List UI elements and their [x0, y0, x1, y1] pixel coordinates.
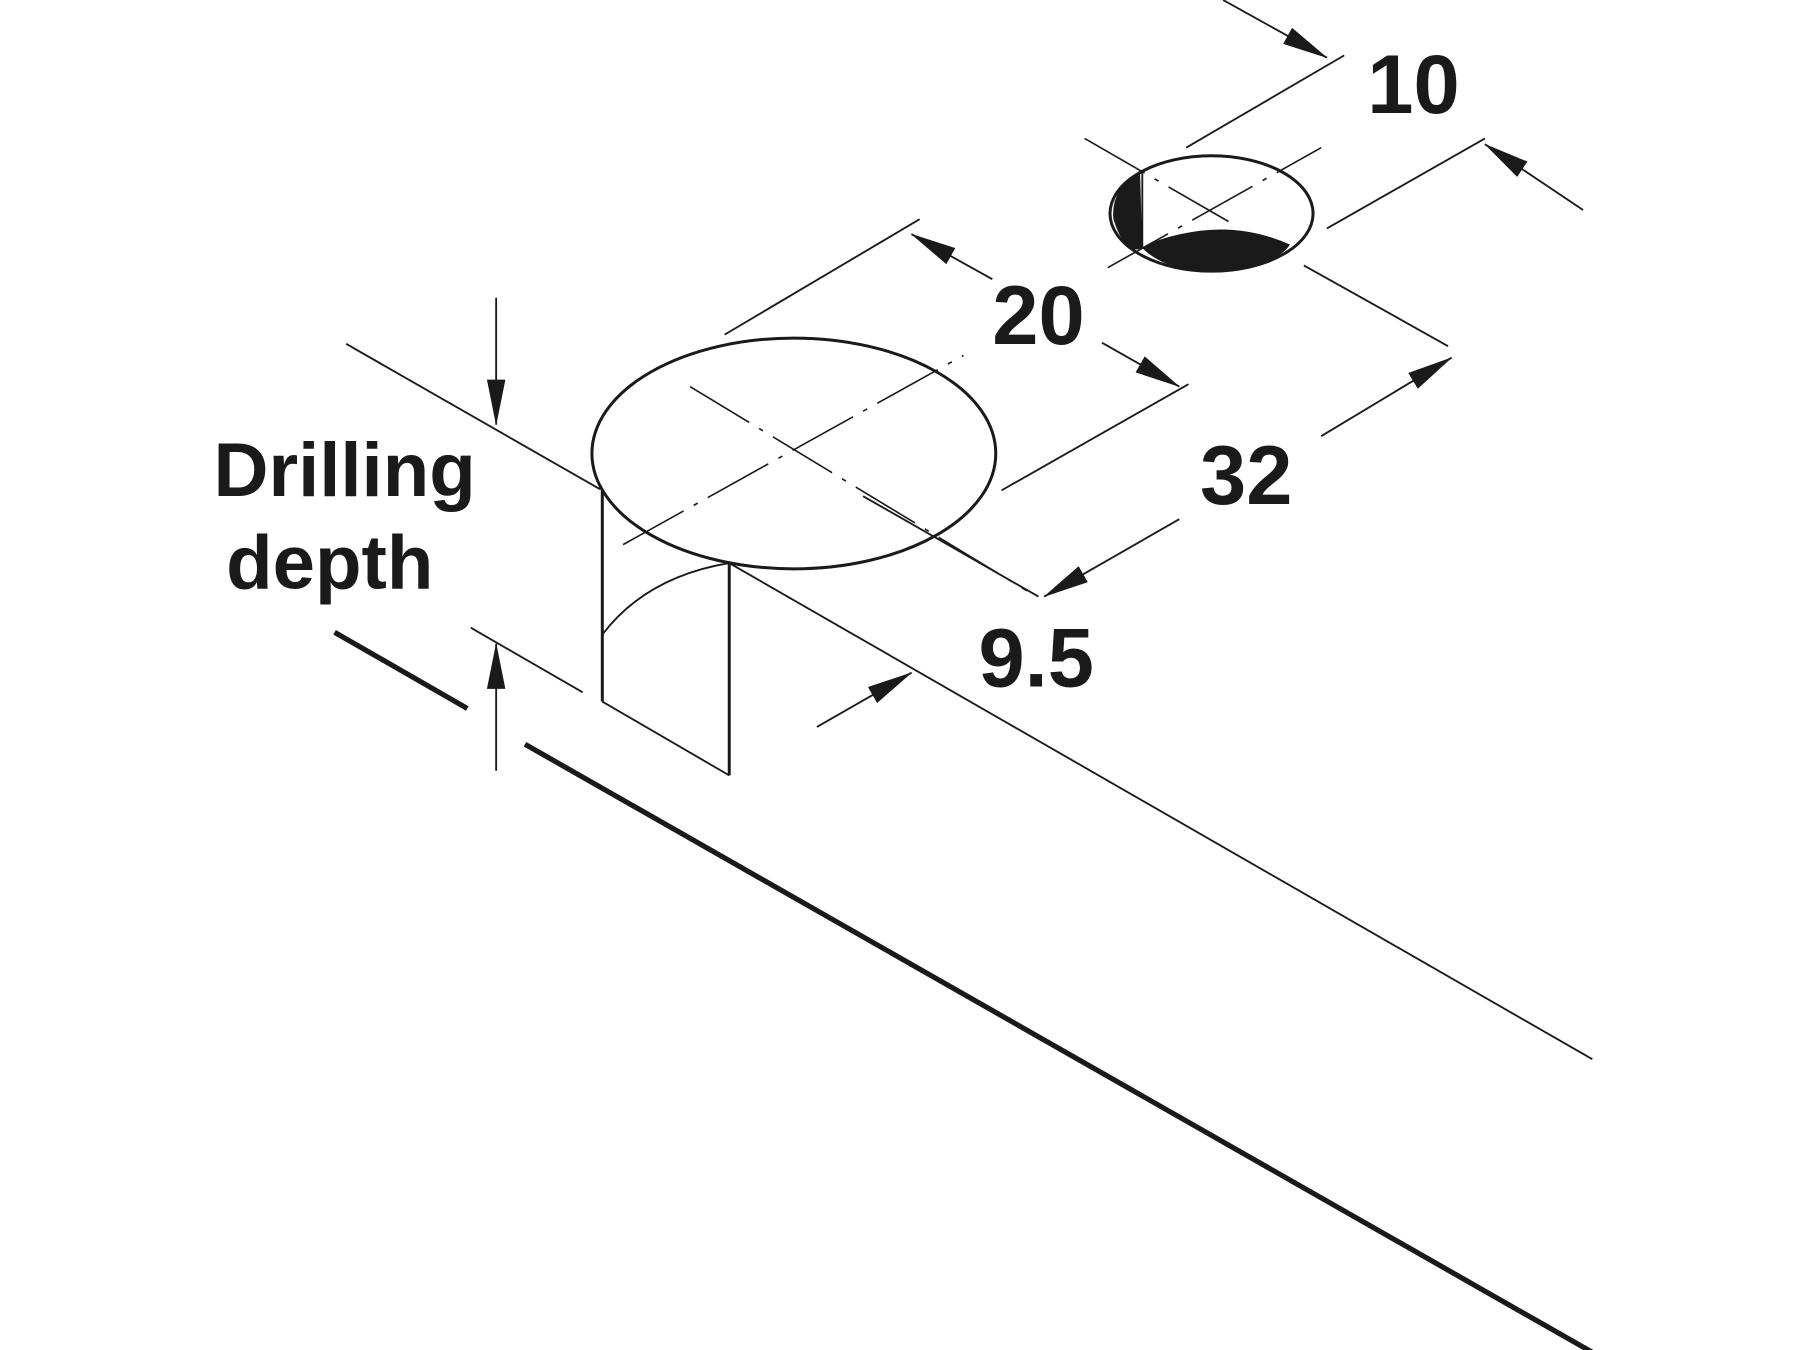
dimension-20: 20 [724, 218, 1189, 492]
dimension-9-5: 9.5 [816, 612, 1094, 728]
dimension-20-label: 20 [992, 269, 1084, 362]
dimension-32-label: 32 [1200, 429, 1292, 522]
board-edge-lines [333, 343, 1594, 1350]
drilling-depth-label-line2: depth [226, 520, 433, 605]
drilling-depth-label-line1: Drilling [213, 428, 475, 513]
dimension-10-label: 10 [1367, 38, 1459, 131]
cup-bore [590, 336, 1028, 777]
dimension-32: 32 [862, 264, 1453, 598]
drilling-depth-dimension: Drilling depth [213, 297, 584, 771]
dowel-hole [1084, 137, 1322, 273]
dimension-9-5-label: 9.5 [978, 612, 1093, 705]
dimension-10: 10 [1185, 0, 1584, 230]
